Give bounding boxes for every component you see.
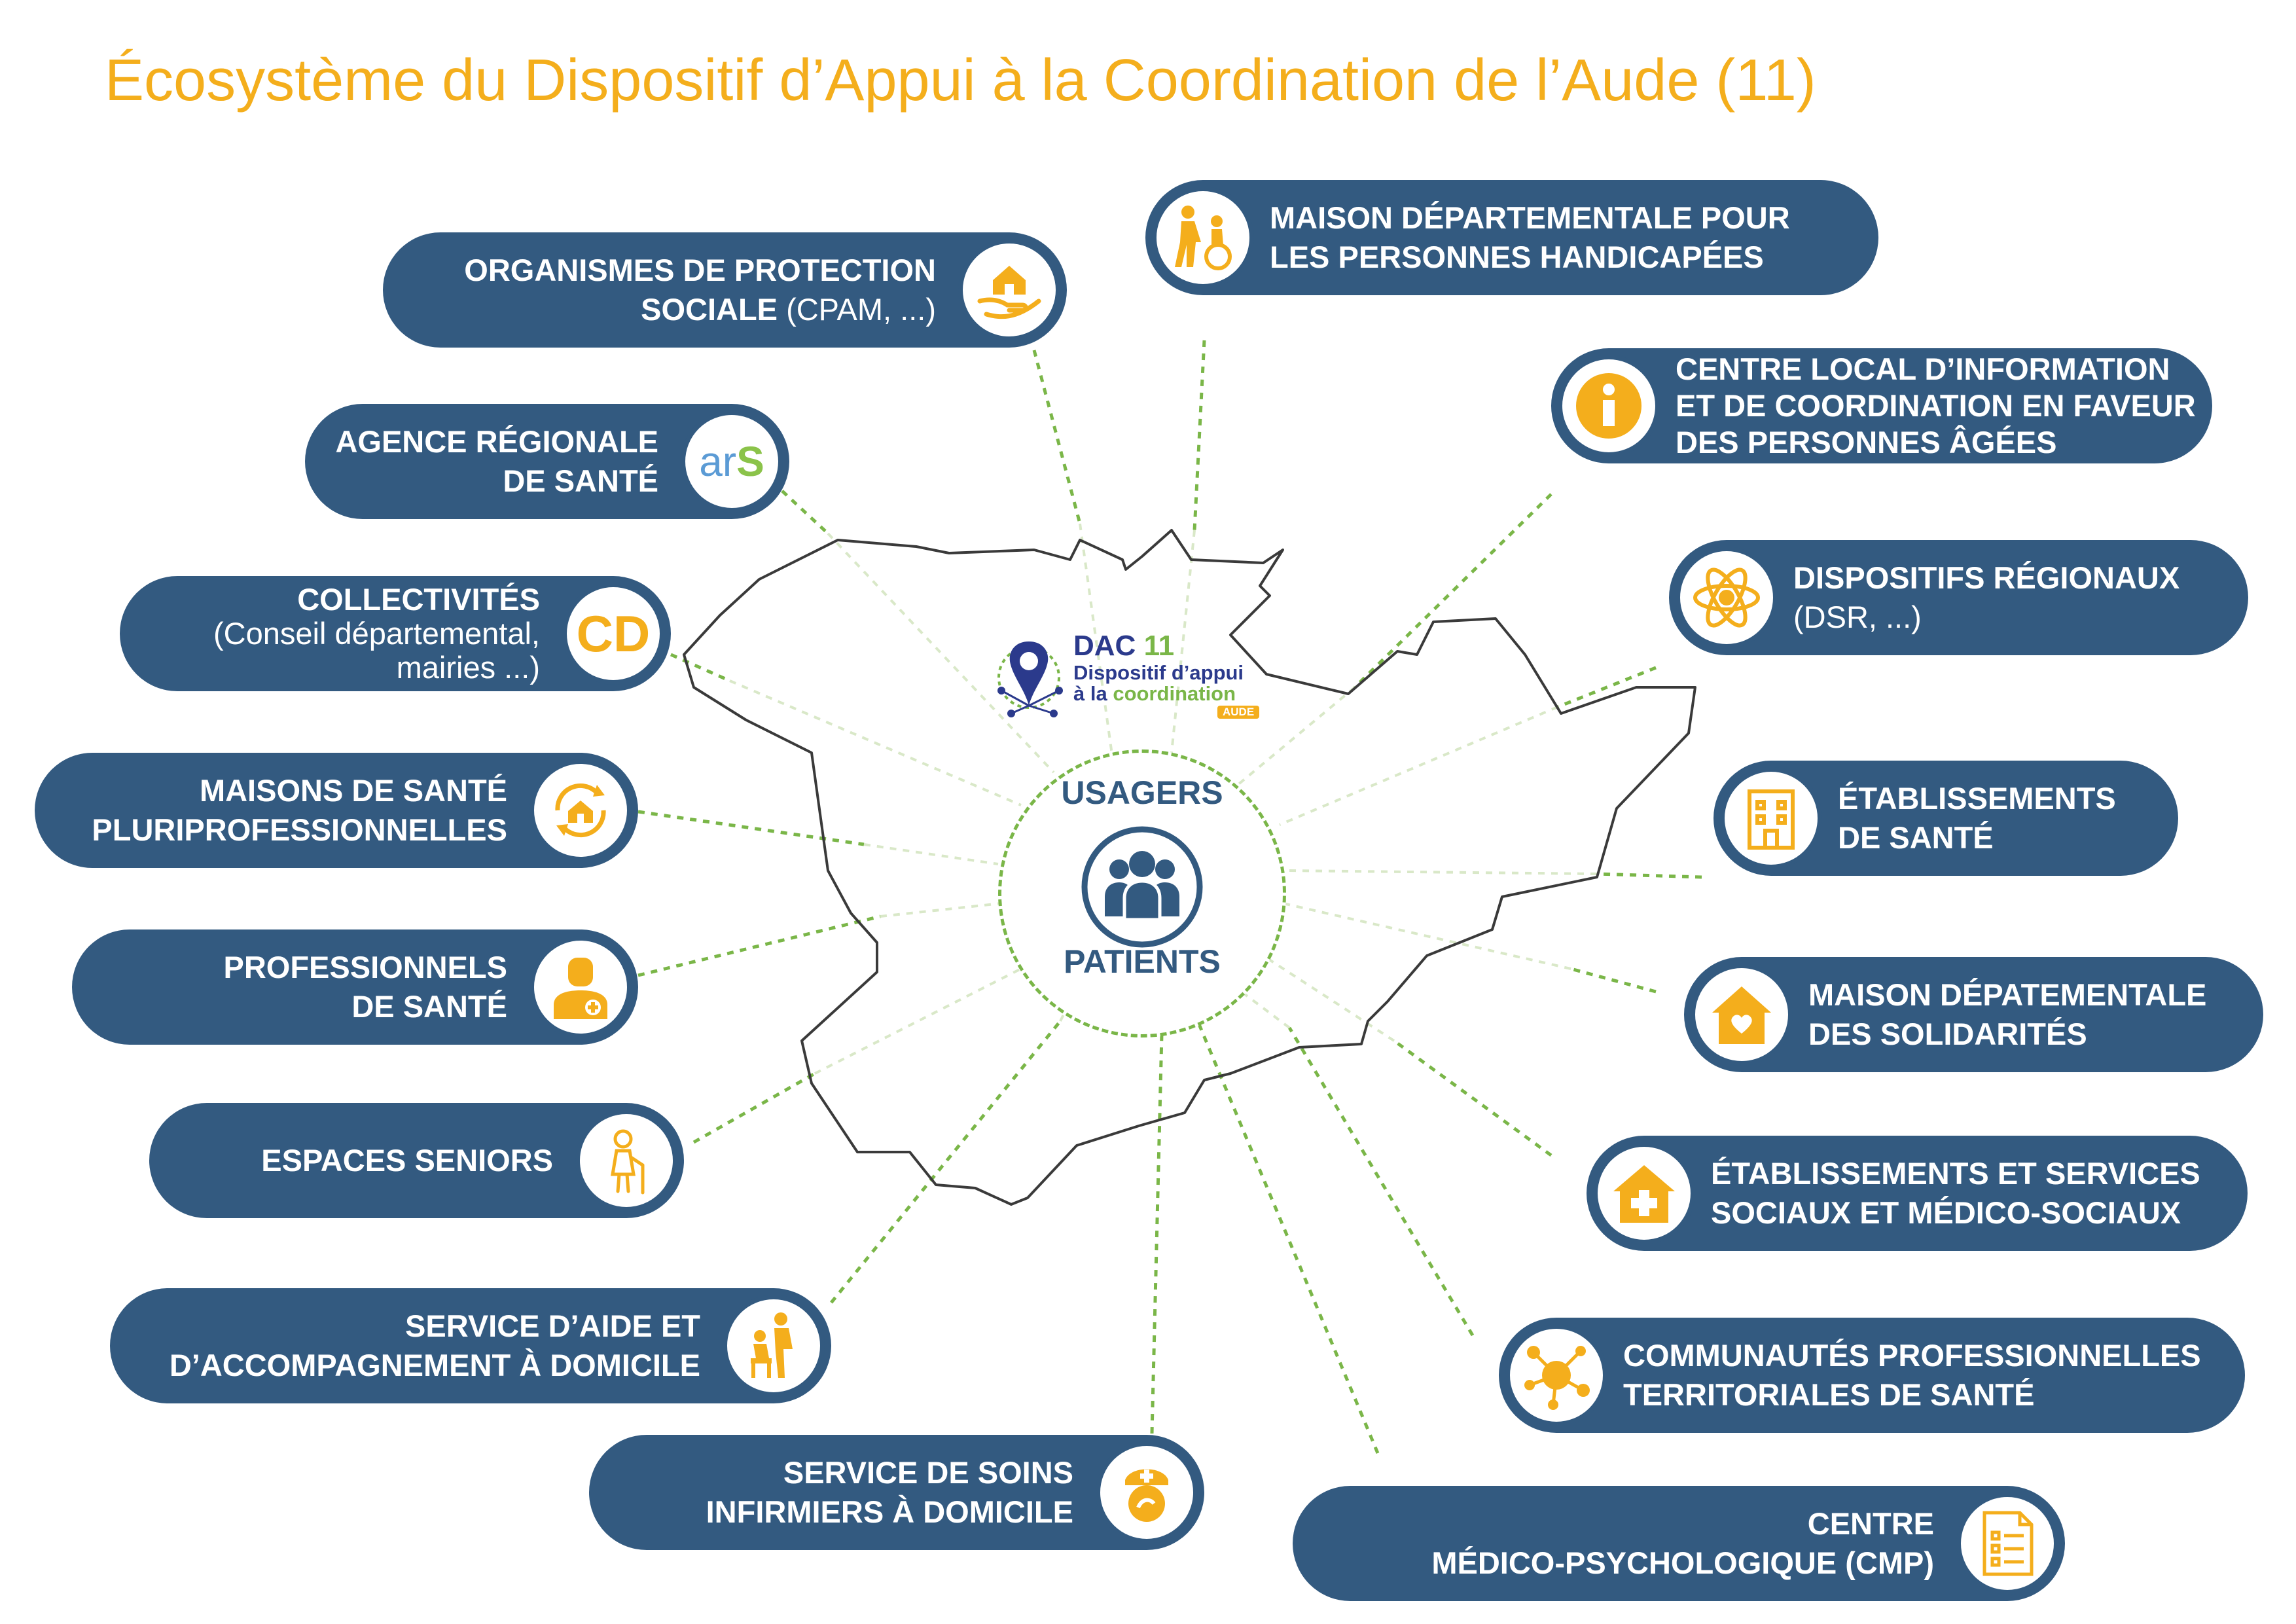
node-label: SOCIALE <box>641 292 778 327</box>
node-label: ORGANISMES DE PROTECTION <box>464 253 936 287</box>
node-label: SOCIAUX ET MÉDICO-SOCIAUX <box>1711 1195 2181 1230</box>
connector-etab <box>1596 872 1702 879</box>
connector-aide <box>830 1020 1062 1304</box>
node-espaces-seniors: ESPACES SENIORS <box>149 1103 684 1218</box>
node-label-detail: (CPAM, ...) <box>778 292 936 327</box>
node-maisons-sante: MAISONS DE SANTÉ PLURIPROFESSIONNELLES <box>35 753 638 868</box>
connector-regionaux <box>1557 666 1657 709</box>
dac-logo-badge: AUDE <box>1217 706 1260 719</box>
node-collectivites: COLLECTIVITÉS (Conseil départemental, ma… <box>120 576 671 691</box>
node-label: PROFESSIONNELS <box>223 950 507 984</box>
node-label: CENTRE <box>1807 1506 1934 1541</box>
network-icon <box>1505 1324 1607 1426</box>
node-label: SERVICE DE SOINS <box>783 1455 1073 1490</box>
page-title: Écosystème du Dispositif d’Appui à la Co… <box>105 48 1816 113</box>
node-professionnels-sante: PROFESSIONNELS DE SANTÉ <box>72 929 638 1045</box>
node-label: DISPOSITIFS RÉGIONAUX <box>1793 560 2180 595</box>
aude-map-outline <box>683 529 1696 1206</box>
house-heart-icon <box>1691 964 1793 1066</box>
node-label: ÉTABLISSEMENTS ET SERVICES <box>1711 1156 2200 1191</box>
wheelchair-icon <box>1152 187 1254 289</box>
info-icon <box>1558 355 1660 457</box>
node-maison-departementale-solidarites: MAISON DÉPATEMENTALE DES SOLIDARITÉS <box>1684 957 2263 1072</box>
node-agence-regionale-sante: AGENCE RÉGIONALE DE SANTÉ arS <box>305 404 789 519</box>
node-etablissements-sante: ÉTABLISSEMENTS DE SANTÉ <box>1713 761 2178 876</box>
checklist-icon <box>1956 1492 2058 1595</box>
node-label: PLURIPROFESSIONNELLES <box>92 812 507 847</box>
node-dispositifs-regionaux: DISPOSITIFS RÉGIONAUX (DSR, ...) <box>1669 540 2248 655</box>
node-label: CENTRE LOCAL D’INFORMATION <box>1676 352 2170 386</box>
atom-icon <box>1676 547 1778 649</box>
connector-seniors <box>692 1072 816 1144</box>
center-label-usagers: USAGERS <box>1061 774 1223 811</box>
connector-protection <box>1032 350 1082 524</box>
cd-logo: CD <box>562 583 664 685</box>
connector-soins <box>1150 1034 1164 1434</box>
hospital-icon <box>1720 767 1822 869</box>
node-label: ET DE COORDINATION EN FAVEUR <box>1676 388 2196 423</box>
node-label: MAISON DÉPARTEMENTALE POUR <box>1270 200 1790 235</box>
node-service-soins-infirmiers: SERVICE DE SOINS INFIRMIERS À DOMICILE <box>589 1435 1204 1550</box>
node-label: DES PERSONNES ÂGÉES <box>1676 425 2057 460</box>
house-cycle-icon <box>529 759 632 861</box>
connector-cpts <box>1287 1026 1475 1337</box>
node-organismes-protection-sociale: ORGANISMES DE PROTECTION SOCIALE (CPAM, … <box>383 232 1067 348</box>
node-label: LES PERSONNES HANDICAPÉES <box>1270 240 1764 274</box>
node-label: DES SOLIDARITÉS <box>1808 1017 2087 1051</box>
connector-collectivites <box>670 653 731 683</box>
connector-mdph <box>1193 340 1206 531</box>
node-cpts: COMMUNAUTÉS PROFESSIONNELLES TERRITORIALE… <box>1499 1318 2245 1433</box>
node-label: D’ACCOMPAGNEMENT À DOMICILE <box>169 1348 700 1382</box>
dac-logo-mark <box>997 641 1063 717</box>
node-label: ESPACES SENIORS <box>261 1143 553 1178</box>
people-group-icon <box>1081 826 1203 948</box>
connector-essms <box>1393 1039 1552 1157</box>
node-etablissements-services-sociaux: ÉTABLISSEMENTS ET SERVICES SOCIAUX ET MÉD… <box>1587 1136 2248 1251</box>
node-label-detail: (DSR, ...) <box>1793 600 1922 634</box>
house-cross-icon <box>1593 1142 1695 1244</box>
dac-logo-line1: Dispositif d’appui <box>1073 661 1244 684</box>
node-label: DE SANTÉ <box>1838 820 1994 855</box>
node-label: COLLECTIVITÉS <box>297 582 540 617</box>
node-label: MAISON DÉPATEMENTALE <box>1808 977 2207 1012</box>
elderly-woman-icon <box>575 1110 677 1212</box>
nurse-icon <box>1096 1441 1198 1543</box>
node-service-aide-domicile: SERVICE D’AIDE ET D’ACCOMPAGNEMENT À DOMI… <box>110 1288 831 1403</box>
node-label: INFIRMIERS À DOMICILE <box>706 1494 1073 1529</box>
node-label: TERRITORIALES DE SANTÉ <box>1623 1377 2035 1412</box>
connector-clic <box>1354 493 1552 689</box>
connector-professionnels <box>637 914 881 977</box>
node-label: ÉTABLISSEMENTS <box>1838 781 2116 816</box>
node-label: COMMUNAUTÉS PROFESSIONNELLES <box>1623 1338 2201 1373</box>
dac-logo-line2: à la coordination <box>1073 682 1236 705</box>
hand-house-icon <box>958 239 1060 341</box>
connector-ars <box>781 490 829 535</box>
caregiver-icon <box>723 1295 825 1397</box>
center-label-patients: PATIENTS <box>1064 943 1221 980</box>
connector-outer-segments <box>637 340 1702 1454</box>
node-label: MAISONS DE SANTÉ <box>199 773 507 808</box>
connector-maisons <box>637 810 865 846</box>
node-cmp: CENTRE MÉDICO-PSYCHOLOGIQUE (CMP) <box>1293 1486 2065 1601</box>
doctor-icon <box>529 936 632 1038</box>
node-label-detail: mairies ...) <box>396 650 540 685</box>
node-label: DE SANTÉ <box>503 463 658 498</box>
node-label: AGENCE RÉGIONALE <box>335 424 658 459</box>
dac-logo-title: DAC 11 <box>1073 630 1175 662</box>
connector-mds <box>1570 967 1657 994</box>
node-label: MÉDICO-PSYCHOLOGIQUE (CMP) <box>1431 1545 1934 1580</box>
node-label: SERVICE D’AIDE ET <box>405 1308 700 1343</box>
node-mdph: MAISON DÉPARTEMENTALE POUR LES PERSONNES … <box>1145 180 1878 295</box>
connector-cmp <box>1196 1020 1380 1454</box>
node-label-detail: (Conseil départemental, <box>213 616 540 651</box>
node-label: DE SANTÉ <box>351 989 507 1024</box>
ars-logo: arS <box>681 410 783 513</box>
